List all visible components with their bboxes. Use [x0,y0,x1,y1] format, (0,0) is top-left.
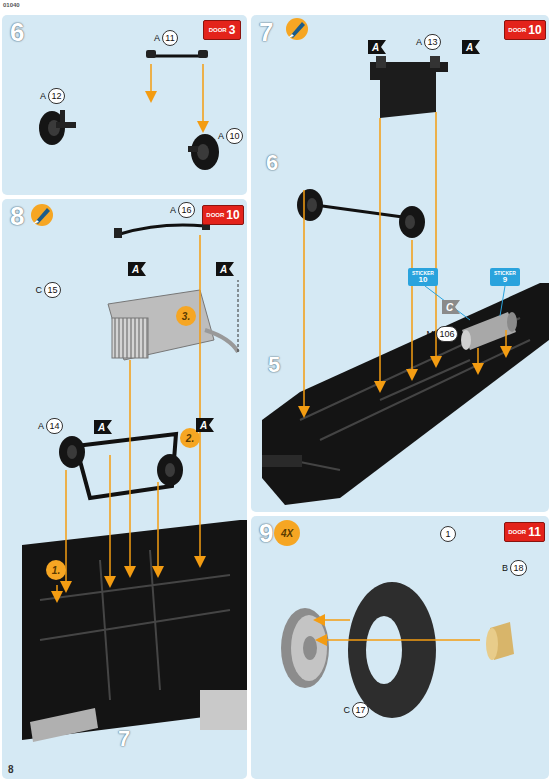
flag-letter: A [200,420,207,431]
callout-number: 14 [49,421,59,431]
callout-tag: A12 [48,88,65,104]
flag-letter: A [466,42,473,53]
callout-tag: B18 [510,560,527,576]
flag-letter: A [98,422,105,433]
step-panel: 7DOOR10AA13ASTICKER10CSTICKER9M106 [251,15,549,512]
door-word: DOOR [508,27,526,33]
step-order: 1. [52,565,60,576]
part-letter: B [502,563,508,573]
step-panel: 94XDOOR111B18C17 [251,516,549,779]
step-order: 4X [281,528,293,539]
door-number: 10 [528,23,541,37]
callout-number: 1 [445,529,450,539]
flag-tag: A [196,418,214,432]
part-letter: A [170,205,176,215]
callout-tag: A11 [162,30,178,46]
badge-tag: DOOR10 [202,205,244,225]
part-letter: C [344,705,351,715]
step-tag: 1. [46,560,66,580]
document-code: 01040 [3,2,20,8]
callout-number: 106 [439,329,454,339]
callout-tag: 1 [440,526,456,542]
subassembly-ref: 5 [268,352,280,378]
callout-number: 18 [513,563,523,573]
flag-tag: A [368,40,386,54]
flag-letter: A [372,42,379,53]
flag-tag: A [216,262,234,276]
step-number: 6 [10,17,24,48]
part-letter: A [40,91,46,101]
callout-number: 10 [229,131,239,141]
callout-tag: C17 [352,702,369,718]
part-letter: A [218,131,224,141]
step-tag: 3. [176,306,196,326]
badge-tag: DOOR10 [504,20,546,40]
sticker-tag: STICKER9 [490,268,520,286]
sticker-number: 9 [503,276,507,284]
flag-letter: A [220,264,227,275]
callout-number: 16 [181,205,191,215]
flag-tag: A [128,262,146,276]
badge-tag: DOOR11 [504,522,545,542]
step-number: 8 [10,201,24,232]
step-panel: 8DOOR10A163.AC15A2.A14AA1. [2,199,247,779]
flag-tag: A [94,420,112,434]
flag-letter: C [446,302,453,313]
callout-number: 11 [165,33,174,43]
step-number: 7 [259,17,273,48]
callout-number: 15 [47,285,57,295]
callout-number: 12 [51,91,61,101]
part-letter: A [416,37,422,47]
step-tag: 4X [274,520,300,546]
door-number: 11 [528,525,541,539]
flag-tag: A [462,40,480,54]
step-order: 3. [182,311,190,322]
door-word: DOOR [206,212,224,218]
sticker-number: 10 [419,276,428,284]
callout-tag: A14 [46,418,63,434]
door-word: DOOR [209,27,227,33]
door-number: 10 [226,208,239,222]
callout-number: 17 [355,705,365,715]
callout-tag: A10 [226,128,243,144]
part-letter: M [427,329,435,339]
step-order: 2. [186,433,194,444]
subassembly-ref: 7 [118,726,130,752]
part-letter: A [38,421,44,431]
callout-tag: A13 [424,34,441,50]
subassembly-ref: 6 [266,150,278,176]
callout-tag: A16 [178,202,195,218]
flag-letter: A [132,264,139,275]
sticker-tag: STICKER10 [408,268,438,286]
flag-tag: C [442,300,460,314]
step-number: 9 [259,518,273,549]
page-number: 8 [8,764,14,775]
callout-number: 13 [427,37,437,47]
part-letter: C [36,285,43,295]
callout-tag: M106 [436,326,458,342]
door-word: DOOR [508,529,526,535]
callout-tag: C15 [44,282,61,298]
part-letter: A [154,33,160,43]
badge-tag: DOOR3 [203,20,241,40]
step-panel: 6DOOR3A11A12A10 [2,15,247,195]
door-number: 3 [229,23,236,37]
